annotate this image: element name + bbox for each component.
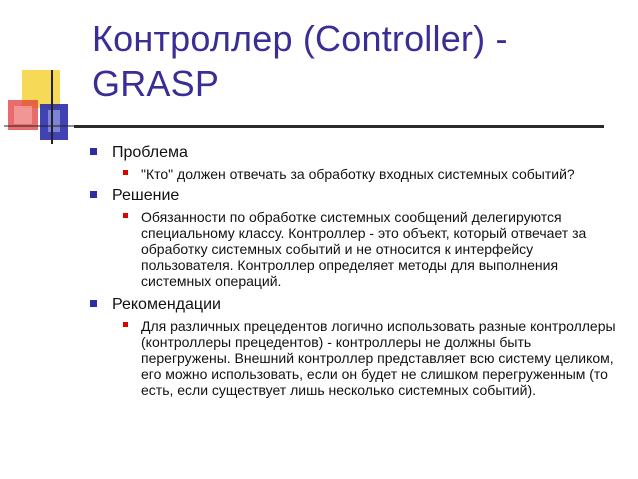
list-item-text: Обязанности по обработке системных сообщ…: [141, 209, 587, 289]
square-bullet-icon: [123, 322, 128, 327]
list-item-text: "Кто" должен отвечать за обработку входн…: [141, 166, 575, 182]
slide-title: Контроллер (Controller) - GRASP: [92, 18, 508, 104]
square-bullet-icon: [123, 213, 128, 218]
section-heading-text: Рекомендации: [112, 296, 221, 313]
square-bullet-icon: [90, 191, 97, 198]
section-heading-problem: Проблема: [88, 143, 622, 163]
section-heading-solution: Решение: [88, 186, 622, 206]
list-item: Обязанности по обработке системных сообщ…: [88, 209, 622, 289]
colored-squares-decoration-icon: [4, 70, 80, 144]
section-heading-text: Проблема: [112, 144, 188, 161]
list-item: Для различных прецедентов логично исполь…: [88, 318, 622, 398]
square-bullet-icon: [123, 170, 128, 175]
list-item: "Кто" должен отвечать за обработку входн…: [88, 166, 622, 182]
slide-content: Проблема "Кто" должен отвечать за обрабо…: [88, 143, 622, 398]
section-heading-text: Решение: [112, 187, 180, 204]
section-heading-recommendations: Рекомендации: [88, 295, 622, 315]
title-divider: [74, 125, 604, 128]
square-bullet-icon: [90, 300, 97, 307]
square-bullet-icon: [90, 148, 97, 155]
list-item-text: Для различных прецедентов логично исполь…: [141, 318, 616, 398]
